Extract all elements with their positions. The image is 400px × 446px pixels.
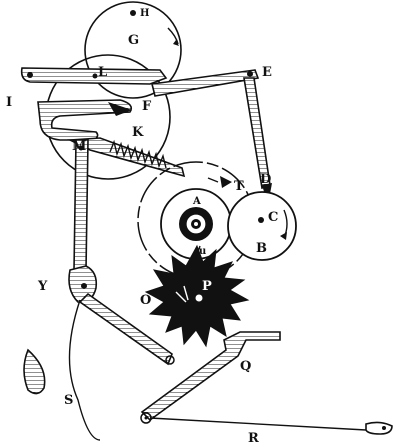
label-e: E <box>262 65 272 80</box>
rack-teeth <box>109 139 167 169</box>
label-i: I <box>6 95 12 110</box>
label-u: u <box>199 246 206 257</box>
label-l: L <box>98 65 107 80</box>
circle-t-arrow <box>220 176 232 188</box>
weight-s <box>23 348 46 395</box>
label-f: F <box>142 99 152 114</box>
label-t: T <box>234 179 244 194</box>
label-d: D <box>260 172 271 187</box>
label-q: Q <box>240 359 251 374</box>
label-m: M <box>72 139 86 154</box>
circle-g <box>84 1 182 99</box>
label-b: B <box>256 241 267 256</box>
label-s: S <box>64 393 73 408</box>
label-h: H <box>140 8 149 19</box>
label-k: K <box>132 125 144 140</box>
circle-g-pivot <box>130 10 136 16</box>
label-a: A <box>192 196 201 207</box>
lever-yo <box>78 292 173 366</box>
circle-g-arrow <box>167 27 179 45</box>
line-r <box>149 417 367 431</box>
pallet-arm-i <box>37 99 133 141</box>
label-o: O <box>140 293 151 308</box>
label-y: Y <box>37 279 48 294</box>
handle-r <box>365 421 393 435</box>
rod-fe <box>151 69 260 97</box>
lever-my <box>73 139 89 271</box>
label-c: C <box>268 210 278 225</box>
string-ys <box>68 299 101 441</box>
label-g: G <box>128 33 139 48</box>
label-p: P <box>202 279 212 294</box>
lever-q <box>140 331 281 422</box>
label-r: R <box>248 431 259 446</box>
wheel-cdb <box>227 191 297 261</box>
